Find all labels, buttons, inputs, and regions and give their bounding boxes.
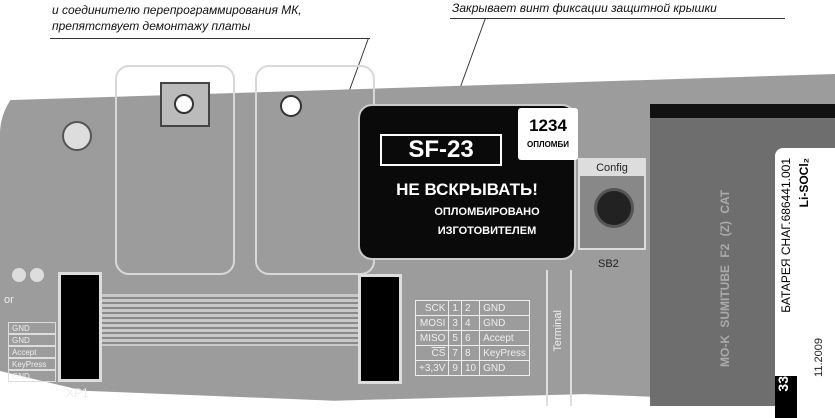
seal-warning: НЕ ВСКРЫВАТЬ! [396, 180, 538, 199]
seal-number-label: 1234 ОПЛОМБИ [518, 108, 578, 160]
pin-label: GND [8, 370, 56, 382]
battery-number: 33 [775, 376, 791, 392]
seal-line3: ИЗГОТОВИТЕЛЕМ [437, 225, 537, 237]
terminal-outline: Terminal [546, 270, 572, 406]
battery-cable-text: MO-K SUMITUBE F2 (Z) CAT [718, 189, 732, 367]
mount-tab [160, 82, 210, 127]
config-button[interactable] [594, 188, 634, 228]
ribbon-cable [100, 294, 360, 346]
battery: MO-K SUMITUBE F2 (Z) CAT БАТАРЕЯ СНАГ.68… [650, 104, 835, 418]
connector-xp1 [58, 272, 102, 382]
mount-hole [280, 95, 302, 117]
left-pin-labels: GND GND Accept KeyPress GND [8, 322, 56, 382]
config-button-area: Config [578, 158, 646, 250]
battery-label: БАТАРЕЯ СНАГ.686441.001 [779, 158, 793, 313]
connector-right [358, 274, 402, 384]
seal-number: 1234 [529, 116, 567, 135]
config-label: Config [580, 160, 644, 176]
connector-label: XP1 [66, 386, 89, 400]
battery-chemistry: Li-SOCl₂ [797, 158, 811, 208]
seal-line2: ОПЛОМБИРОВАНО [434, 206, 540, 218]
battery-date: 11.2009 [813, 338, 825, 377]
annotation-left: и соединителю перепрограммирования МК, п… [52, 2, 302, 34]
seal-model: SF-23 [380, 134, 502, 166]
pcb-trace [255, 65, 375, 275]
pcb-trace [115, 65, 235, 275]
pin-label: KeyPress [8, 358, 56, 370]
button-label: SB2 [598, 258, 619, 270]
pin-label: GND [8, 322, 56, 334]
pin-label: GND [8, 334, 56, 346]
leader-line [450, 18, 785, 19]
leader-line [50, 38, 370, 39]
screw-icon [62, 121, 92, 151]
seal-label-text: ОПЛОМБИ [527, 140, 569, 149]
annotation-left-line1: и соединителю перепрограммирования МК, [52, 3, 302, 17]
annotation-left-line2: препятствует демонтажу платы [52, 19, 251, 33]
partial-label: or [4, 294, 14, 306]
led-icon [12, 268, 26, 282]
led-icon [30, 268, 44, 282]
terminal-label: Terminal [552, 310, 564, 352]
annotation-right: Закрывает винт фиксации защитной крышки [452, 1, 717, 15]
pin-label: Accept [8, 346, 56, 358]
